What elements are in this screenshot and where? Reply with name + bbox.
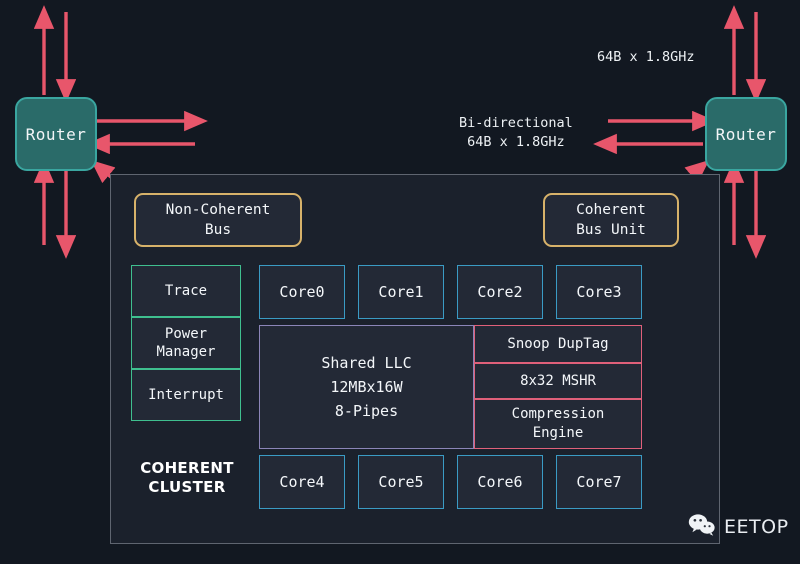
wechat-icon [688, 513, 716, 541]
chip-panel: Non-Coherent Bus Coherent Bus Unit Trace… [110, 174, 720, 544]
core-block-7[interactable]: Core7 [556, 455, 642, 509]
label-top-bandwidth: 64B x 1.8GHz [597, 49, 695, 65]
coherent-cluster-label: COHERENT CLUSTER [140, 459, 234, 496]
core-label-2: Core2 [477, 283, 523, 301]
label-bidirectional-bandwidth: Bi-directional 64B x 1.8GHz [459, 115, 573, 150]
non-coherent-bus-label: Non-Coherent Bus [165, 202, 271, 238]
shared-llc-block[interactable]: Shared LLC 12MBx16W 8-Pipes [259, 325, 474, 449]
snoop-duptag-label: Snoop DupTag [507, 335, 609, 352]
core-label-3: Core3 [576, 283, 622, 301]
interrupt-block[interactable]: Interrupt [131, 369, 241, 421]
core-label-6: Core6 [477, 473, 523, 491]
core-label-7: Core7 [576, 473, 622, 491]
watermark: EETOP [688, 513, 789, 541]
shared-llc-label: Shared LLC 12MBx16W 8-Pipes [321, 354, 412, 420]
snoop-duptag-block[interactable]: Snoop DupTag [474, 325, 642, 363]
interrupt-label: Interrupt [148, 387, 224, 403]
core-block-2[interactable]: Core2 [457, 265, 543, 319]
compression-engine-block[interactable]: Compression Engine [474, 399, 642, 449]
core-label-5: Core5 [378, 473, 424, 491]
core-block-6[interactable]: Core6 [457, 455, 543, 509]
core-block-0[interactable]: Core0 [259, 265, 345, 319]
core-block-1[interactable]: Core1 [358, 265, 444, 319]
trace-label: Trace [164, 283, 208, 299]
mshr-block[interactable]: 8x32 MSHR [474, 363, 642, 399]
router-right[interactable]: Router [705, 97, 787, 171]
core-label-1: Core1 [378, 283, 424, 301]
power-manager-label: Power Manager [156, 326, 216, 360]
router-right-label: Router [715, 124, 777, 144]
core-block-3[interactable]: Core3 [556, 265, 642, 319]
core-block-5[interactable]: Core5 [358, 455, 444, 509]
core-block-4[interactable]: Core4 [259, 455, 345, 509]
trace-block[interactable]: Trace [131, 265, 241, 317]
router-left-label: Router [25, 124, 87, 144]
compression-engine-label: Compression Engine [511, 406, 605, 441]
router-left[interactable]: Router [15, 97, 97, 171]
core-label-0: Core0 [279, 283, 325, 301]
coherent-bus-unit-block[interactable]: Coherent Bus Unit [543, 193, 679, 247]
watermark-text: EETOP [724, 516, 789, 538]
core-label-4: Core4 [279, 473, 325, 491]
mshr-label: 8x32 MSHR [520, 372, 596, 389]
coherent-bus-unit-label: Coherent Bus Unit [576, 202, 646, 238]
non-coherent-bus-block[interactable]: Non-Coherent Bus [134, 193, 302, 247]
power-manager-block[interactable]: Power Manager [131, 317, 241, 369]
